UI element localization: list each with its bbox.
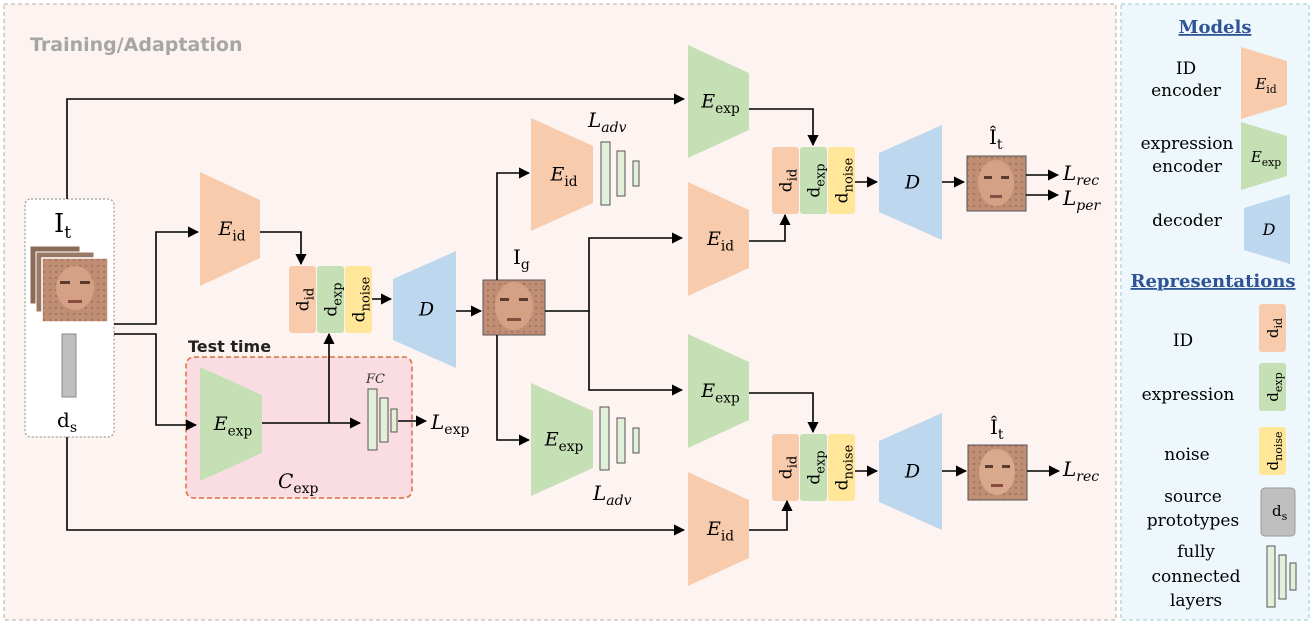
legend-exp-encoder-l1: expression	[1141, 134, 1234, 154]
legend-id-encoder-l1: ID	[1176, 59, 1196, 79]
exp-encoder-test: Eexp	[200, 367, 262, 481]
legend-rep-id: ID	[1173, 331, 1193, 351]
id-encoder-mid: Eid	[688, 182, 749, 296]
svg-text:Eid: Eid	[706, 228, 734, 254]
svg-text:dexp: dexp	[805, 163, 829, 197]
svg-text:dnoise: dnoise	[833, 444, 857, 490]
svg-text:dnoise: dnoise	[833, 157, 857, 203]
fc-layers-adv-top	[600, 141, 640, 206]
legend-rep-noise-icon: dnoise	[1259, 427, 1286, 475]
legend-rep-id-icon: did	[1259, 304, 1286, 352]
svg-text:Eexp: Eexp	[544, 429, 584, 455]
legend-decoder: decoder	[1152, 211, 1223, 231]
loss-adv-bottom-label: Ladv	[592, 481, 632, 509]
id-encoder-bottom: Eid	[688, 472, 749, 586]
id-encoder-1: Eid	[200, 172, 260, 286]
legend-fc-l1: fully	[1177, 542, 1215, 562]
legend-rep-expression: expression	[1142, 385, 1235, 405]
classifier-label: Cexp	[278, 469, 318, 497]
output-face-top-label: Ît	[989, 125, 1003, 153]
svg-text:Eid: Eid	[550, 164, 578, 190]
exp-encoder-top: Eexp	[688, 45, 749, 158]
generated-face	[482, 279, 546, 336]
loss-adv-top-label: Ladv	[587, 108, 627, 136]
svg-text:dnoise: dnoise	[1264, 432, 1285, 471]
generated-face-label: Ig	[513, 245, 530, 273]
legend-fc-l2: connected	[1151, 567, 1240, 587]
legend-source-l2: prototypes	[1147, 511, 1239, 531]
svg-text:did: did	[1264, 318, 1285, 338]
svg-text:Eid: Eid	[218, 218, 246, 244]
legend-fc-l3: layers	[1170, 591, 1222, 611]
svg-text:did: did	[294, 288, 318, 311]
loss-exp-label: Lexp	[430, 410, 469, 438]
svg-text:D: D	[1262, 220, 1276, 239]
legend-rep-exp-icon: dexp	[1259, 363, 1286, 411]
svg-text:Eexp: Eexp	[700, 91, 740, 117]
svg-text:Eid: Eid	[1254, 75, 1276, 96]
fc-layers-adv-bottom	[599, 406, 640, 471]
legend-rep-noise: noise	[1164, 445, 1209, 465]
id-encoder-adv: Eid	[531, 118, 593, 231]
output-face-top	[966, 155, 1027, 212]
source-prototype-label: ds	[57, 408, 77, 436]
svg-text:dexp: dexp	[322, 282, 346, 316]
legend-decoder-icon: D	[1244, 194, 1290, 264]
svg-text:Eexp: Eexp	[1250, 148, 1281, 169]
legend-exp-encoder-l2: encoder	[1152, 157, 1223, 177]
svg-text:did: did	[777, 456, 801, 479]
training-region	[3, 3, 1117, 621]
svg-text:Eexp: Eexp	[213, 413, 253, 439]
section-title: Training/Adaptation	[30, 34, 243, 56]
legend-source-icon: ds	[1260, 487, 1296, 537]
svg-text:D: D	[904, 172, 920, 194]
svg-text:dexp: dexp	[1264, 372, 1285, 401]
loss-per-label: Lper	[1062, 186, 1102, 214]
legend-fc-layers-icon	[1266, 545, 1297, 608]
svg-text:did: did	[777, 169, 801, 192]
test-time-label: Test time	[188, 337, 271, 356]
svg-text:D: D	[418, 299, 434, 321]
fc-layers-test	[367, 388, 398, 451]
output-face-bottom	[967, 444, 1028, 501]
svg-text:ds: ds	[1272, 502, 1288, 523]
output-face-bottom-label: Ît	[990, 415, 1004, 443]
exp-encoder-mid: Eexp	[688, 334, 749, 448]
legend-representations-title: Representations	[1131, 271, 1296, 292]
source-prototype-bar	[61, 333, 77, 398]
decoder-1: D	[393, 251, 456, 368]
decoder-bottom: D	[879, 413, 942, 530]
svg-text:Eid: Eid	[706, 518, 734, 544]
fc-label: FC	[365, 372, 385, 387]
input-image-label: It	[54, 209, 71, 243]
svg-text:dexp: dexp	[805, 450, 829, 484]
legend-id-encoder-l2: encoder	[1151, 81, 1222, 101]
legend-models-title: Models	[1179, 17, 1252, 38]
legend-source-l1: source	[1164, 487, 1222, 507]
svg-text:Eexp: Eexp	[700, 380, 740, 406]
legend-exp-encoder-icon: Eexp	[1241, 122, 1287, 190]
svg-text:dnoise: dnoise	[350, 276, 374, 322]
loss-rec-bottom-label: Lrec	[1062, 457, 1099, 485]
decoder-top: D	[879, 125, 942, 240]
connection-lines	[66, 93, 1061, 536]
exp-encoder-adv: Eexp	[531, 383, 593, 496]
input-face-stack	[29, 245, 109, 323]
svg-text:D: D	[904, 461, 920, 483]
loss-rec-top-label: Lrec	[1062, 161, 1099, 189]
legend-id-encoder-icon: Eid	[1241, 47, 1287, 119]
